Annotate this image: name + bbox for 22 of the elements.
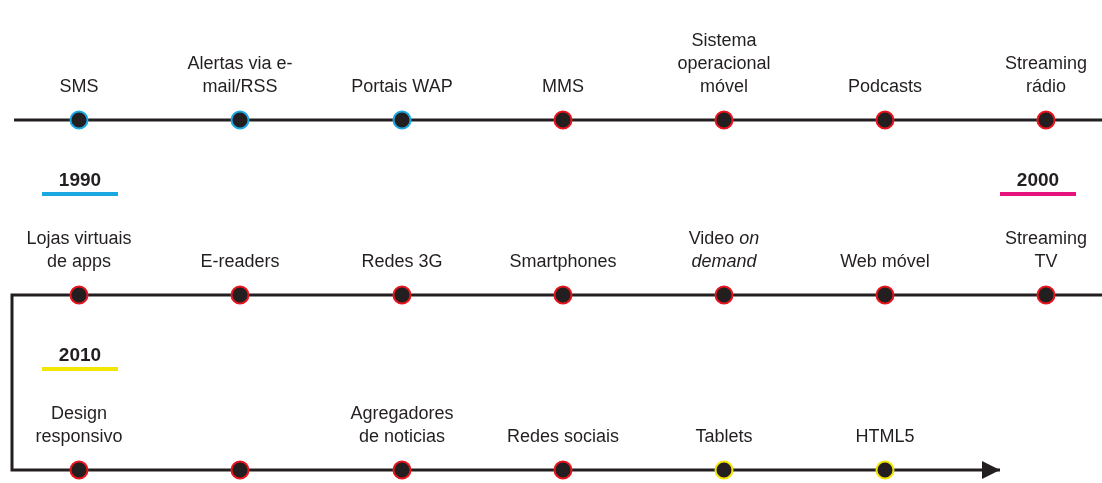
event-label: Redes sociais (505, 425, 621, 448)
year-label: 1990 (42, 168, 118, 196)
year-label: 2010 (42, 343, 118, 371)
event-label: E-readers (199, 250, 281, 273)
event-label: Design responsivo (34, 402, 124, 448)
event-label: Web móvel (839, 250, 931, 273)
event-label: SMS (58, 75, 100, 98)
event-label: Video on demand (687, 227, 761, 273)
event-label: Tablets (694, 425, 754, 448)
event-label: MMS (541, 75, 585, 98)
event-label: Sistema operacional móvel (676, 29, 772, 98)
event-label: Streaming TV (1003, 227, 1088, 273)
event-label: Smartphones (508, 250, 618, 273)
event-label: Agregadores de noticias (349, 402, 455, 448)
event-label: Portais WAP (350, 75, 454, 98)
event-label: HTML5 (854, 425, 916, 448)
event-label: Streaming rádio (1003, 52, 1088, 98)
year-label: 2000 (1000, 168, 1076, 196)
event-label: Podcasts (846, 75, 923, 98)
event-label: Redes 3G (360, 250, 444, 273)
event-label: Lojas virtuais de apps (25, 227, 133, 273)
event-label: Alertas via e-mail/RSS (186, 52, 294, 98)
